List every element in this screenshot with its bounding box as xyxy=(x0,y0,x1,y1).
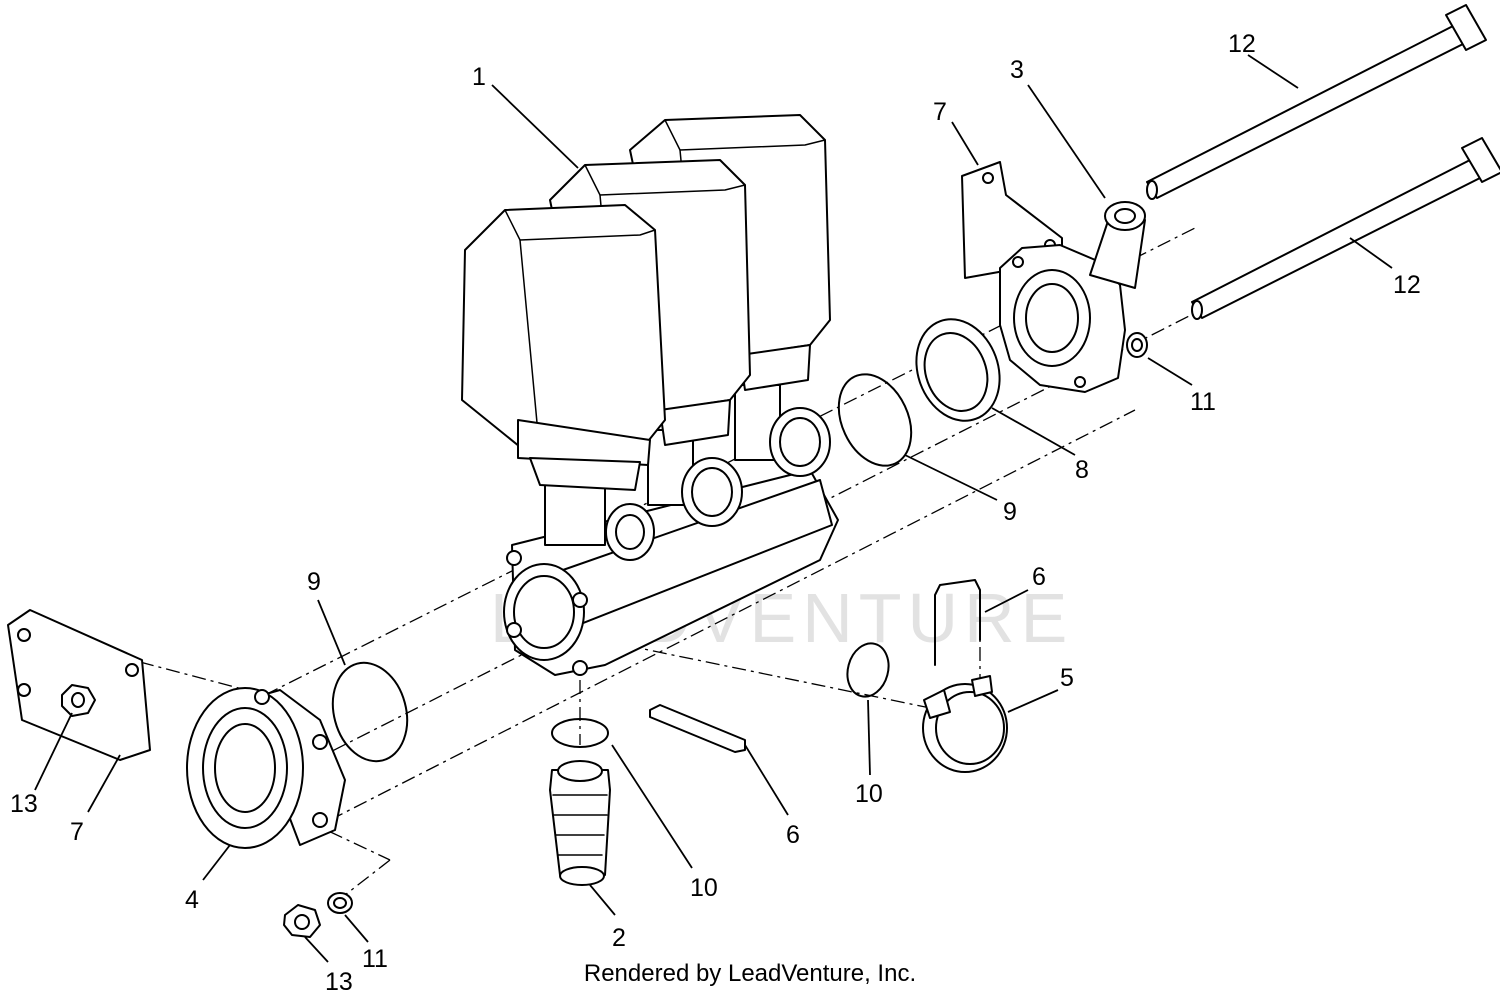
callout-8: 8 xyxy=(1075,456,1089,484)
callout-7-upper: 7 xyxy=(933,98,947,126)
callout-5: 5 xyxy=(1060,664,1074,692)
mounting-bracket-lower xyxy=(7,609,151,761)
long-bolt-lower xyxy=(1191,137,1500,320)
valve-manifold-body xyxy=(503,469,839,676)
credit-text: Rendered by LeadVenture, Inc. xyxy=(583,960,917,987)
o-ring-left xyxy=(331,661,409,763)
callout-1: 1 xyxy=(472,63,486,91)
callout-6-lower: 6 xyxy=(786,821,800,849)
callout-labels: 1 2 3 4 5 6 6 7 7 8 9 9 10 10 11 11 12 1… xyxy=(10,30,1421,996)
callout-4: 4 xyxy=(185,886,199,914)
hex-nut-lower xyxy=(283,904,321,938)
retaining-pin-upper xyxy=(934,579,981,666)
actuator-front xyxy=(461,204,666,491)
callout-9-right: 9 xyxy=(1003,498,1017,526)
o-ring-right xyxy=(837,373,913,467)
retaining-pin-lower xyxy=(649,704,746,753)
callout-13-left: 13 xyxy=(10,790,38,818)
callout-12-lower: 12 xyxy=(1393,271,1421,299)
callout-13-lower: 13 xyxy=(325,968,353,996)
flange-end-fitting xyxy=(186,687,346,849)
gasket-flange xyxy=(915,318,1001,422)
o-ring-small-barb xyxy=(551,718,609,748)
callout-11-right: 11 xyxy=(1190,388,1216,416)
callout-9-left: 9 xyxy=(307,568,321,596)
washer-right xyxy=(1126,332,1148,358)
callout-11-lower: 11 xyxy=(362,945,388,973)
callout-6-upper: 6 xyxy=(1032,563,1046,591)
o-ring-small-right xyxy=(846,642,890,698)
end-cap-elbow xyxy=(999,201,1146,393)
long-bolt-upper xyxy=(1146,4,1487,200)
leader-lines xyxy=(34,54,1393,963)
hose-barb-fitting xyxy=(549,718,611,886)
callout-7-lower: 7 xyxy=(70,818,84,846)
callout-10-right: 10 xyxy=(855,780,883,808)
callout-2: 2 xyxy=(612,924,626,952)
callout-12-upper: 12 xyxy=(1228,30,1256,58)
hex-nut-bracket xyxy=(61,684,96,717)
valve-side-ports xyxy=(681,407,831,527)
washer-lower xyxy=(327,892,353,914)
callout-10-lower: 10 xyxy=(690,874,718,902)
end-plug xyxy=(922,675,1008,773)
callout-3: 3 xyxy=(1010,56,1024,84)
